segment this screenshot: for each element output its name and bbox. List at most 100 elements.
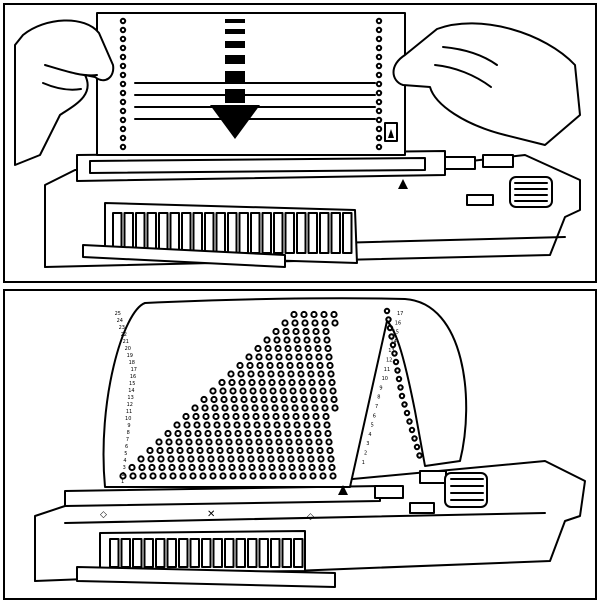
braille-dot (275, 438, 283, 446)
braille-dot (316, 446, 324, 455)
emboss-pin (296, 212, 307, 254)
braille-dot (291, 404, 299, 412)
braille-dot (289, 472, 297, 480)
row-number-right: 4 (368, 432, 371, 438)
row-number-left: 10 (125, 416, 131, 422)
braille-dot (275, 353, 283, 361)
margin-hole (391, 350, 398, 357)
braille-dot (185, 438, 193, 446)
braille-dot (305, 353, 313, 361)
control-keys[interactable] (374, 470, 447, 514)
braille-dot (306, 446, 314, 455)
margin-hole (398, 392, 406, 400)
paper-rest (76, 566, 336, 588)
paper-knob[interactable] (444, 472, 488, 508)
braille-dot (320, 395, 328, 404)
braille-dot (283, 336, 291, 344)
emboss-pin (158, 212, 169, 254)
row-number-right: 5 (371, 423, 374, 429)
braille-dot (186, 446, 194, 455)
braille-dot (295, 438, 303, 446)
control-keys[interactable] (444, 154, 514, 206)
braille-dot (293, 336, 301, 344)
braille-dot (211, 404, 219, 412)
braille-dot (175, 438, 183, 446)
braille-dot (241, 404, 249, 412)
braille-dot (268, 378, 276, 387)
braille-dot (182, 412, 190, 421)
braille-dot (283, 421, 291, 429)
marker-center-icon: ✕ (207, 509, 215, 520)
braille-dot (314, 429, 322, 438)
braille-dot (157, 455, 165, 463)
braille-dot (313, 421, 321, 429)
braille-dot (281, 404, 289, 412)
braille-dot (297, 370, 305, 378)
row-number-right: 10 (382, 376, 388, 382)
braille-dot (138, 463, 146, 472)
braille-dot (248, 378, 256, 387)
braille-dot (230, 395, 238, 404)
braille-dot (289, 387, 297, 395)
braille-dot (258, 463, 266, 472)
margin-hole (401, 401, 408, 408)
row-number-right: 9 (379, 385, 382, 391)
braille-dot (191, 404, 199, 412)
braille-dot (214, 429, 222, 438)
braille-dot (327, 455, 335, 463)
braille-dot (129, 472, 137, 480)
row-number-right: 12 (386, 358, 392, 364)
braille-dot (316, 361, 324, 370)
braille-dot (195, 438, 203, 446)
braille-dot (257, 455, 265, 463)
braille-dot (309, 472, 317, 480)
braille-dot (301, 404, 309, 412)
braille-dot (262, 412, 270, 421)
braille-dot (248, 463, 256, 472)
row-number-left: 25 (115, 311, 121, 317)
braille-dot (311, 319, 319, 327)
emboss-pin (261, 212, 272, 254)
braille-dot (254, 344, 262, 353)
braille-dot (271, 404, 279, 412)
margin-hole (119, 89, 127, 97)
braille-dot (302, 327, 310, 336)
braille-paper-sheet[interactable] (96, 12, 406, 156)
braille-dot (156, 446, 164, 455)
braille-dot (158, 463, 166, 472)
row-number-left: 20 (125, 346, 131, 352)
braille-dot (323, 336, 331, 344)
braille-dot (323, 421, 331, 429)
margin-hole (119, 17, 127, 25)
illustration-rolled-paper: ◇ ✕ ◇ 2524232221201918171615141312111098… (34, 297, 586, 588)
braille-dot (220, 395, 228, 404)
row-number-left: 2 (122, 472, 125, 478)
margin-hole (119, 71, 127, 79)
braille-dot (237, 370, 245, 378)
braille-dot (176, 446, 184, 455)
braille-dot (257, 370, 265, 378)
row-number-left: 13 (127, 395, 133, 401)
braille-dot (174, 429, 182, 438)
emboss-pin (238, 212, 249, 254)
braille-dot (309, 387, 317, 395)
margin-hole (375, 35, 383, 43)
margin-hole (385, 316, 392, 323)
braille-dot (288, 378, 296, 387)
margin-hole (375, 44, 383, 52)
braille-dot (139, 472, 147, 480)
paper-knob[interactable] (509, 176, 553, 208)
braille-dot (317, 370, 325, 378)
braille-dot (228, 378, 236, 387)
margin-hole (383, 307, 391, 315)
braille-dot (324, 429, 332, 438)
braille-dot (285, 438, 293, 446)
braille-dot (318, 463, 326, 472)
braille-paper-sheet[interactable]: 2524232221201918171615141312111098765432… (102, 297, 468, 495)
braille-dot (285, 353, 293, 361)
row-number-left: 8 (127, 430, 130, 436)
margin-hole (119, 107, 127, 115)
margin-hole (394, 367, 401, 374)
braille-dot (228, 463, 236, 472)
braille-dot (205, 438, 213, 446)
